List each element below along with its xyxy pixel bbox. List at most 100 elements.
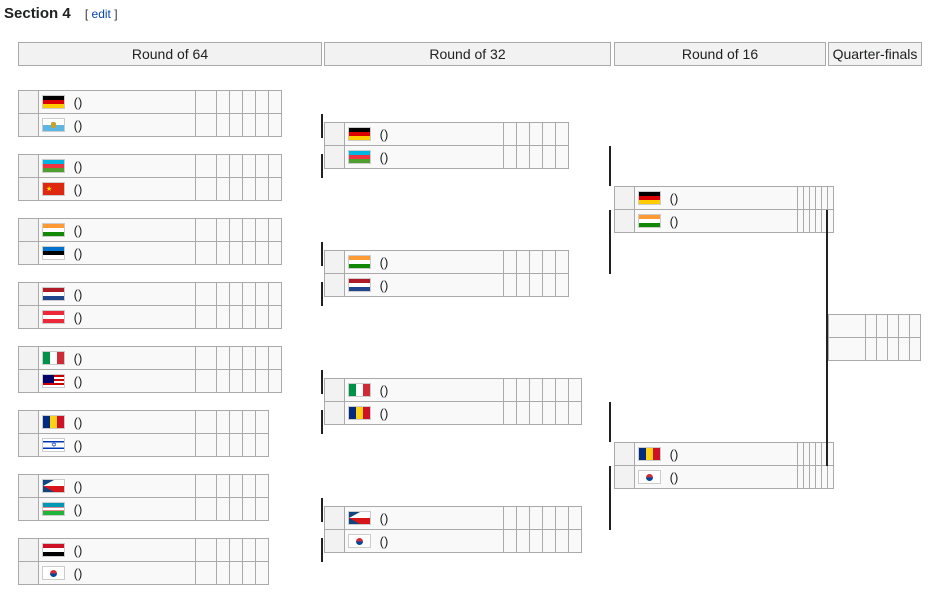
flag-kor-icon xyxy=(348,533,371,548)
player-row: () xyxy=(324,529,582,553)
score-cell xyxy=(503,378,517,402)
score-cell xyxy=(216,497,230,521)
flag-mas-icon xyxy=(42,373,65,388)
score-cell xyxy=(542,378,556,402)
score-cell xyxy=(229,410,243,434)
score-cell xyxy=(268,218,282,242)
round-header-r32: Round of 32 xyxy=(324,42,611,66)
player-row: () xyxy=(324,273,569,297)
flag-aze-icon xyxy=(348,149,371,164)
score-cell xyxy=(529,529,543,553)
score-cell xyxy=(216,369,230,393)
player-row: () xyxy=(614,442,834,466)
bracket-connector xyxy=(321,538,323,562)
score-cell xyxy=(229,177,243,201)
score-cell xyxy=(216,433,230,457)
player-row: () xyxy=(324,401,582,425)
score-cell xyxy=(216,177,230,201)
player-row: () xyxy=(18,90,282,114)
flag-est-icon xyxy=(42,245,65,260)
score-cell xyxy=(242,474,256,498)
player-cell: () xyxy=(38,305,196,329)
flag-aut-icon xyxy=(42,309,65,324)
score-cell xyxy=(195,410,217,434)
seed xyxy=(18,497,39,521)
score-cell xyxy=(503,122,517,146)
score-cell xyxy=(216,282,230,306)
player-cell: () xyxy=(344,378,504,402)
match: () () xyxy=(614,186,834,233)
empty-cell xyxy=(876,314,888,338)
score-cell xyxy=(242,433,256,457)
player-row: () xyxy=(324,378,582,402)
bracket-connector xyxy=(321,370,323,394)
score-cell xyxy=(516,145,530,169)
flag-ita-icon xyxy=(348,382,371,397)
player-cell: () xyxy=(634,442,798,466)
edit-link[interactable]: edit xyxy=(91,7,111,21)
player-cell: () xyxy=(344,529,504,553)
score-cell xyxy=(242,218,256,242)
player-row: () xyxy=(18,346,282,370)
empty-cell xyxy=(909,314,921,338)
seed xyxy=(324,529,345,553)
seed xyxy=(614,186,635,210)
score-cell xyxy=(503,145,517,169)
score-cell xyxy=(255,369,269,393)
edit-section: [ edit ] xyxy=(84,7,118,21)
flag-ned-icon xyxy=(348,277,371,292)
flag-egy-icon xyxy=(42,542,65,557)
score-cell xyxy=(242,154,256,178)
round-header-qf: Quarter-finals xyxy=(828,42,922,66)
score-cell xyxy=(195,113,217,137)
score-cell xyxy=(216,474,230,498)
score-cell xyxy=(255,538,269,562)
player-cell: () xyxy=(38,410,196,434)
score-cell xyxy=(555,506,569,530)
player-cell: () xyxy=(38,346,196,370)
bracket-connector xyxy=(321,498,323,522)
score-cell xyxy=(516,506,530,530)
empty-cell xyxy=(909,337,921,361)
score-cell xyxy=(216,538,230,562)
score-cell xyxy=(555,273,569,297)
player-cell: () xyxy=(38,154,196,178)
match: ()✡ () xyxy=(18,410,269,457)
flag-chn-icon: ★ xyxy=(42,181,65,196)
player-cell: () xyxy=(38,369,196,393)
score-cell xyxy=(542,145,556,169)
score-cell xyxy=(555,529,569,553)
empty-cell xyxy=(828,337,866,361)
score-cell xyxy=(216,561,230,585)
empty-cell xyxy=(898,337,910,361)
score-cell xyxy=(195,474,217,498)
flag-aze-icon xyxy=(42,158,65,173)
player-cell: () xyxy=(38,241,196,265)
score-cell xyxy=(516,250,530,274)
score-cell xyxy=(242,177,256,201)
score-cell xyxy=(555,401,569,425)
flag-smr-icon xyxy=(42,117,65,132)
flag-cze-icon xyxy=(42,478,65,493)
score-cell xyxy=(255,497,269,521)
round-header-r16: Round of 16 xyxy=(614,42,826,66)
score-cell xyxy=(529,145,543,169)
player-cell: () xyxy=(38,561,196,585)
score-cell xyxy=(195,218,217,242)
score-cell xyxy=(216,305,230,329)
score-cell xyxy=(216,346,230,370)
score-cell xyxy=(195,346,217,370)
bracket-connector xyxy=(321,282,323,306)
score-cell xyxy=(516,122,530,146)
empty-cell xyxy=(865,337,877,361)
player-cell: () xyxy=(344,145,504,169)
score-cell xyxy=(216,154,230,178)
score-cell xyxy=(242,241,256,265)
seed xyxy=(18,433,39,457)
score-cell xyxy=(255,154,269,178)
score-cell xyxy=(216,218,230,242)
score-cell xyxy=(268,346,282,370)
score-cell xyxy=(529,250,543,274)
player-cell: () xyxy=(38,90,196,114)
player-row: () xyxy=(18,241,282,265)
